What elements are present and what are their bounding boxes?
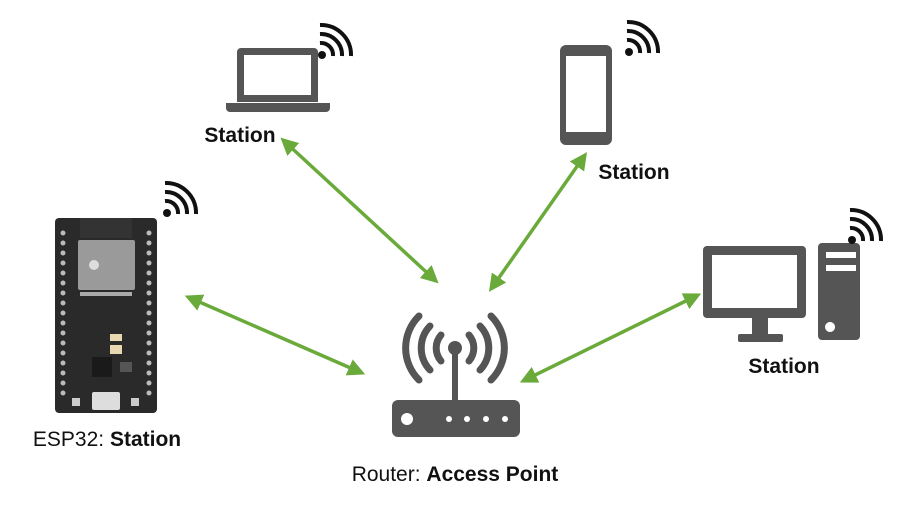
esp32-label: ESP32: Station <box>33 428 181 452</box>
esp32-label-role: Station <box>109 428 182 451</box>
router-label-role: Access Point <box>426 463 559 486</box>
wifi-signal-icon <box>846 207 884 246</box>
desktop-computer-icon <box>703 243 860 342</box>
arrow-desktop-router <box>519 293 702 383</box>
arrow-phone-router <box>488 152 588 292</box>
laptop-label: Station <box>204 124 276 147</box>
router-label: Router: Access Point <box>352 463 559 487</box>
wifi-signal-icon <box>623 19 661 58</box>
esp32-label-prefix: ESP32: <box>32 428 110 451</box>
arrow-laptop-router <box>280 137 439 284</box>
wifi-signal-icon <box>316 22 354 61</box>
arrow-esp32-router <box>184 294 366 376</box>
desktop-label: Station <box>748 355 820 378</box>
smartphone-icon <box>560 45 612 145</box>
arrows <box>184 137 702 383</box>
esp32-board-icon <box>55 218 157 413</box>
laptop-icon <box>226 48 330 112</box>
wifi-signal-icon <box>161 180 199 219</box>
phone-label: Station <box>598 161 670 184</box>
router-label-prefix: Router: <box>351 463 427 486</box>
wifi-router-icon <box>392 312 520 437</box>
